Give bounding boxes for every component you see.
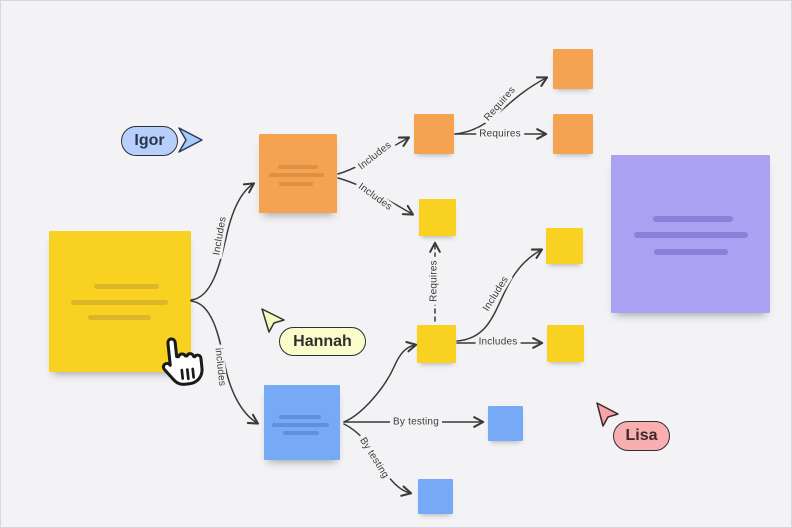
edge-label[interactable]: By testing	[355, 433, 393, 483]
note-text-line	[94, 284, 159, 289]
note-text-line	[279, 182, 313, 186]
sticky-note-purple-large[interactable]	[611, 155, 770, 313]
edge-label[interactable]: Includes	[210, 212, 230, 260]
sticky-note-yellow-large[interactable]	[49, 231, 191, 372]
square-note-yellow-e[interactable]	[546, 228, 583, 264]
edge-label[interactable]: By testing	[390, 416, 442, 428]
user-pill-hannah: Hannah	[279, 327, 366, 356]
note-text-line	[71, 300, 168, 305]
edge-label[interactable]: Requires	[476, 128, 524, 140]
square-note-orange-hub[interactable]	[414, 114, 454, 154]
square-note-orange-top[interactable]	[553, 49, 593, 89]
square-note-blue-h[interactable]	[488, 406, 523, 441]
square-note-yellow-g[interactable]	[547, 325, 584, 362]
square-note-blue-i[interactable]	[418, 479, 453, 514]
edge-label[interactable]: Includes	[475, 336, 521, 348]
note-text-line	[279, 415, 321, 419]
edge-label[interactable]: Includes	[479, 272, 513, 316]
user-name-label: Hannah	[293, 332, 352, 350]
note-text-line	[269, 173, 324, 177]
edge-label[interactable]: Requires	[428, 257, 440, 305]
edge-label[interactable]: includes	[212, 344, 228, 390]
square-note-orange-right[interactable]	[553, 114, 593, 154]
edge-blue-to-yellow-f[interactable]	[343, 340, 418, 423]
user-name-label: Igor	[134, 132, 165, 149]
edge-label[interactable]: Includes	[353, 137, 397, 175]
note-text-line	[88, 315, 151, 320]
hannah-cursor-icon	[261, 308, 285, 333]
user-pill-lisa: Lisa	[613, 421, 670, 451]
note-text-line	[272, 423, 329, 427]
user-name-label: Lisa	[625, 427, 658, 444]
user-pill-igor: Igor	[121, 126, 178, 156]
square-note-yellow-f[interactable]	[417, 325, 456, 363]
square-note-yellow-d[interactable]	[419, 199, 456, 236]
note-text-line	[634, 232, 748, 238]
edge-label[interactable]: Requires	[480, 82, 520, 126]
igor-cursor-icon	[178, 127, 203, 153]
hand-pointer-cursor-icon	[161, 337, 204, 386]
sticky-note-orange[interactable]	[259, 134, 337, 213]
lisa-cursor-icon	[596, 402, 619, 427]
note-text-line	[278, 165, 318, 169]
note-text-line	[653, 216, 733, 222]
edge-label[interactable]: Includes	[353, 179, 397, 215]
sticky-note-blue[interactable]	[264, 385, 340, 460]
note-text-line	[283, 431, 319, 435]
note-text-line	[654, 249, 728, 255]
